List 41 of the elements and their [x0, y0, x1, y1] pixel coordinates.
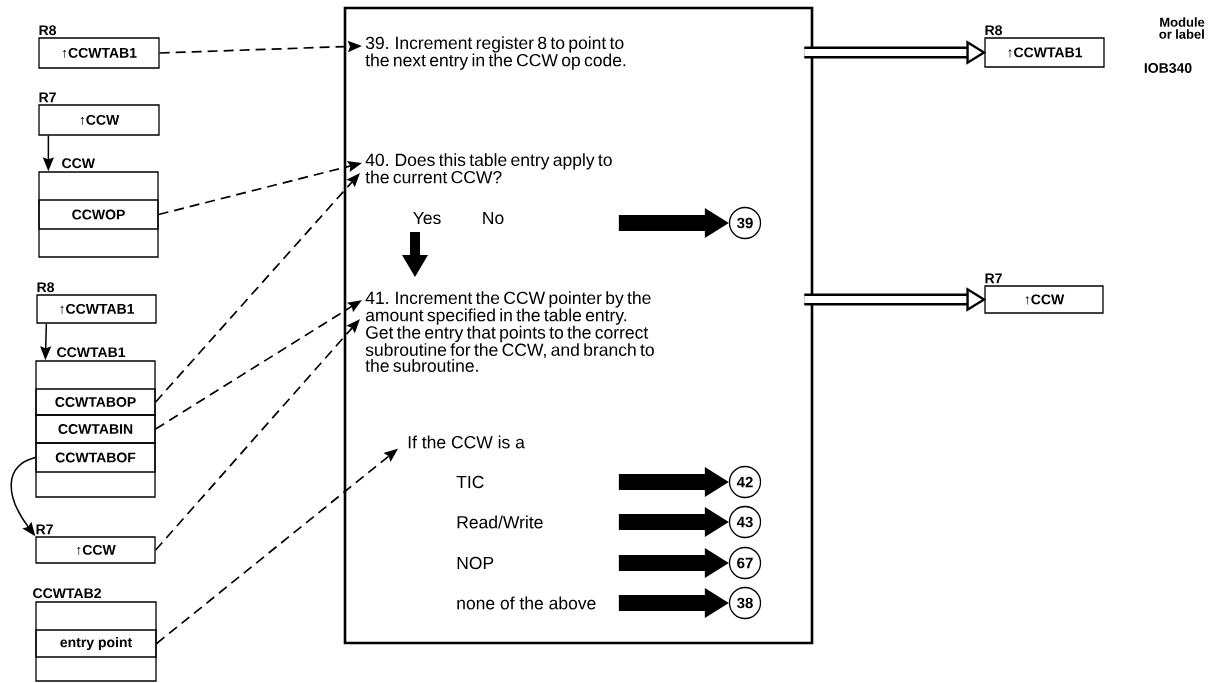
node-label: CCWTAB1 [57, 347, 126, 358]
register-box: ↑CCW R7 [35, 524, 156, 564]
step-panel [343, 6, 814, 645]
module-label: Module or label [1159, 17, 1205, 39]
module-label: IOB340 [1144, 63, 1192, 73]
block-arrow [618, 208, 729, 238]
node-label: R8 [37, 282, 55, 293]
dashed-arrow [154, 173, 360, 403]
table-row: CCWTABOF [35, 442, 156, 473]
register-box: ↑CCW R7 [38, 92, 160, 136]
step-text: 41. Increment the CCW pointer by the amount specified in the table entry. Get the entry that points to the correct subroutine for the CCW, and branch to the subroutine. [365, 291, 654, 372]
node-label: R7 [39, 92, 56, 103]
register-box: ↑CCWTAB1 R8 [984, 25, 1105, 68]
block-arrow [618, 507, 729, 537]
branch-label: Yes [413, 211, 441, 225]
branch-label: No [483, 211, 504, 225]
table-row: CCWTABOP [35, 388, 156, 416]
dashed-arrow [154, 319, 360, 551]
register-box: ↑CCWTAB1 R8 [36, 282, 157, 324]
block-arrow [618, 467, 729, 497]
table-row: entry point [35, 629, 157, 658]
node-label: R8 [39, 25, 57, 36]
node-label: R8 [985, 25, 1003, 36]
step-text: 39. Increment register 8 to point to the next entry in the CCW op code. [365, 36, 626, 70]
option-text: TIC [456, 475, 484, 489]
node-label: R7 [36, 524, 53, 535]
node-label: R7 [985, 273, 1002, 284]
block-arrow [618, 548, 729, 578]
option-text: If the CCW is a [408, 435, 525, 449]
block-arrow [402, 232, 428, 277]
table-row: CCWOP [38, 199, 159, 230]
option-text: none of the above [457, 596, 596, 610]
step-text: 40. Does this table entry apply to the current CCW? [365, 153, 612, 184]
register-box: ↑CCW R7 [984, 273, 1104, 314]
node-label: CCW [62, 158, 95, 169]
block-arrow [618, 588, 729, 618]
option-text: Read/Write [457, 515, 543, 529]
register-box: ↑CCWTAB1 R8 [38, 25, 160, 69]
node-label: CCWTAB2 [33, 588, 101, 599]
option-text: NOP [457, 556, 494, 570]
table-row: CCWTABIN [35, 414, 156, 444]
